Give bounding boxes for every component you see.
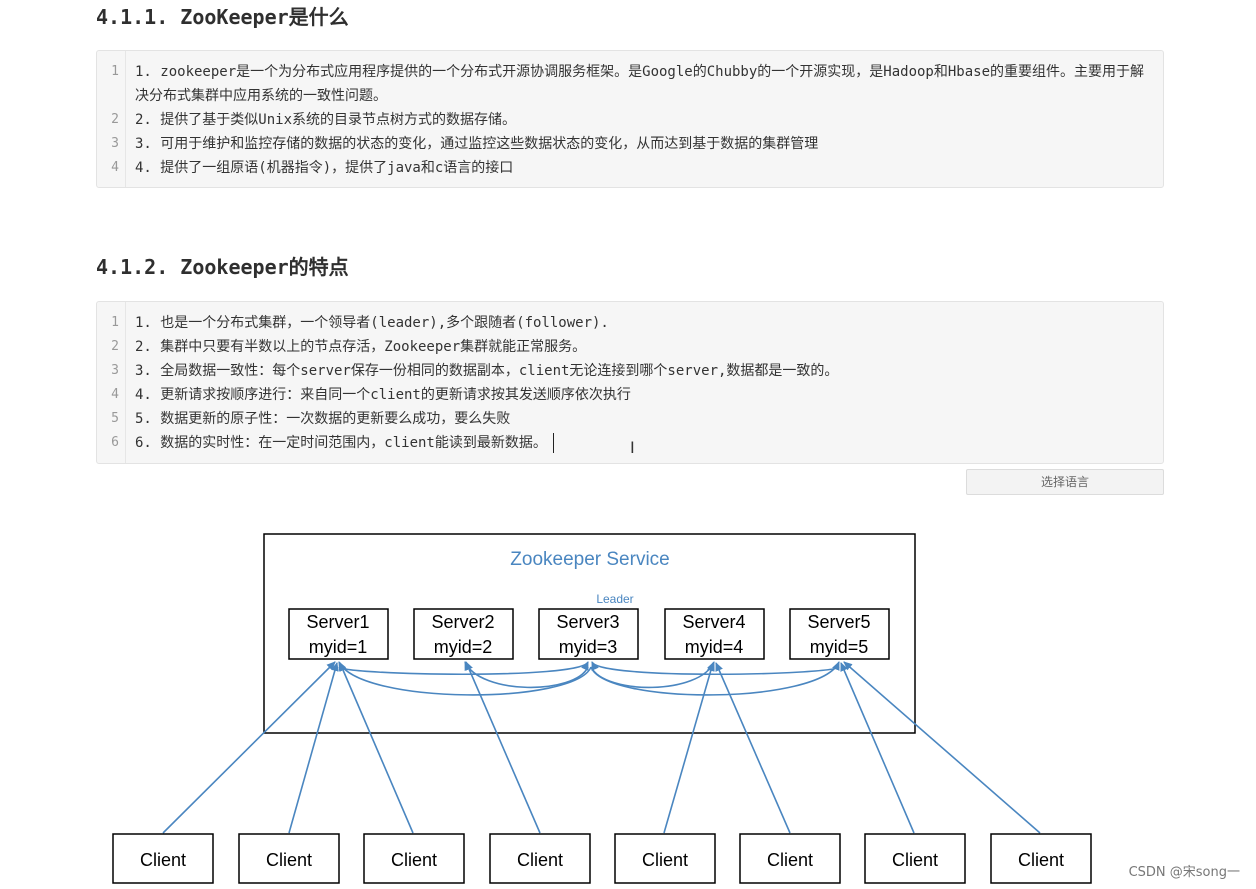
- client-node: Client: [238, 833, 340, 884]
- code-line-text: 4. 提供了一组原语(机器指令)，提供了java和c语言的接口: [135, 160, 514, 176]
- server-name: Server5: [807, 612, 870, 632]
- code-line-text: 2. 提供了基于类似Unix系统的目录节点树方式的数据存储。: [135, 112, 516, 128]
- code-block-what-is-zookeeper[interactable]: 1 1. zookeeper是一个为分布式应用程序提供的一个分布式开源协调服务框…: [96, 50, 1164, 188]
- client4-connection-line: [465, 661, 541, 834]
- code-block-zookeeper-features[interactable]: 1 1. 也是一个分布式集群，一个领导者(leader),多个跟随者(follo…: [96, 301, 1164, 464]
- line-number: 2: [111, 112, 119, 127]
- server-node: Server1 myid=1: [288, 608, 389, 660]
- client1-connection-line: [162, 661, 336, 834]
- code-line-text: 5. 数据更新的原子性：一次数据的更新要么成功，要么失败: [135, 411, 511, 427]
- client8-connection-line: [843, 661, 1041, 834]
- section-heading-what-is-zookeeper: 4.1.1. ZooKeeper是什么: [96, 5, 349, 29]
- code-line: 1 1. zookeeper是一个为分布式应用程序提供的一个分布式开源协调服务框…: [97, 60, 1151, 108]
- line-number: 4: [111, 387, 119, 402]
- section-heading-zookeeper-features: 4.1.2. Zookeeper的特点: [96, 255, 349, 279]
- server-myid: myid=1: [309, 637, 368, 657]
- line-number-gutter: [97, 51, 126, 187]
- code-line: 3 3. 可用于维护和监控存储的数据的状态的变化，通过监控这些数据状态的变化，从…: [97, 132, 1151, 156]
- client-label: Client: [140, 850, 186, 870]
- code-line-text: 2. 集群中只要有半数以上的节点存活，Zookeeper集群就能正常服务。: [135, 339, 587, 355]
- server-node-leader: Server3 myid=3: [538, 608, 639, 660]
- code-line: 6 6. 数据的实时性：在一定时间范围内，client能读到最新数据。: [97, 431, 1151, 455]
- server-node: Server4 myid=4: [664, 608, 765, 660]
- code-line: 1 1. 也是一个分布式集群，一个领导者(leader),多个跟随者(follo…: [97, 311, 1151, 335]
- client3-connection-line: [339, 662, 414, 834]
- client-label: Client: [266, 850, 312, 870]
- client-label: Client: [1018, 850, 1064, 870]
- code-line: 3 3. 全局数据一致性：每个server保存一份相同的数据副本，client无…: [97, 359, 1151, 383]
- code-line: 4 4. 提供了一组原语(机器指令)，提供了java和c语言的接口: [97, 156, 1151, 180]
- server5-to-leader-arrow: [591, 661, 840, 676]
- server-myid: myid=5: [810, 637, 869, 657]
- line-number-gutter: [97, 302, 126, 463]
- client-node: Client: [990, 833, 1092, 884]
- server-name: Server3: [556, 612, 619, 632]
- client-label: Client: [391, 850, 437, 870]
- client-node: Client: [864, 833, 966, 884]
- server-myid: myid=3: [559, 637, 618, 657]
- client7-connection-line: [840, 662, 915, 834]
- client-label: Client: [767, 850, 813, 870]
- server-node: Server2 myid=2: [413, 608, 514, 660]
- code-line-text: 6. 数据的实时性：在一定时间范围内，client能读到最新数据。: [135, 435, 547, 451]
- zookeeper-service-box: [263, 533, 916, 734]
- text-caret: [552, 433, 554, 453]
- client-node: Client: [739, 833, 841, 884]
- code-line-text: 3. 可用于维护和监控存储的数据的状态的变化，通过监控这些数据状态的变化，从而达…: [135, 136, 819, 152]
- select-language-button[interactable]: 选择语言: [966, 469, 1164, 495]
- leader-to-server1-arrow: [338, 661, 592, 696]
- client2-connection-line: [288, 662, 339, 834]
- code-line-text: 1. 也是一个分布式集群，一个领导者(leader),多个跟随者(followe…: [135, 315, 609, 331]
- server-myid: myid=4: [685, 637, 744, 657]
- csdn-watermark: CSDN @宋song一: [1128, 865, 1240, 880]
- client5-connection-line: [663, 662, 715, 834]
- code-line: 5 5. 数据更新的原子性：一次数据的更新要么成功，要么失败: [97, 407, 1151, 431]
- server-name: Server1: [306, 612, 369, 632]
- leader-label: Leader: [596, 592, 633, 606]
- server-myid: myid=2: [434, 637, 493, 657]
- server-name: Server4: [682, 612, 745, 632]
- line-number: 6: [111, 435, 119, 450]
- client-node: Client: [489, 833, 591, 884]
- line-number: 5: [111, 411, 119, 426]
- client-label: Client: [517, 850, 563, 870]
- code-line: 2 2. 集群中只要有半数以上的节点存活，Zookeeper集群就能正常服务。: [97, 335, 1151, 359]
- service-title: Zookeeper Service: [510, 549, 669, 570]
- line-number: 1: [111, 315, 119, 330]
- server-name: Server2: [431, 612, 494, 632]
- client-label: Client: [642, 850, 688, 870]
- line-number: 2: [111, 339, 119, 354]
- ibeam-cursor-icon: I: [630, 438, 635, 457]
- client-node: Client: [614, 833, 716, 884]
- line-number: 3: [111, 136, 119, 151]
- client-node: Client: [112, 833, 214, 884]
- server1-to-leader-arrow: [338, 661, 589, 676]
- leader-to-server5-arrow: [590, 661, 840, 696]
- code-line-text: 4. 更新请求按顺序进行：来自同一个client的更新请求按其发送顺序依次执行: [135, 387, 631, 403]
- client-node: Client: [363, 833, 465, 884]
- client-label: Client: [892, 850, 938, 870]
- line-number: 1: [111, 64, 119, 79]
- code-line-text: 1. zookeeper是一个为分布式应用程序提供的一个分布式开源协调服务框架。…: [135, 64, 1145, 104]
- line-number: 3: [111, 363, 119, 378]
- leader-to-server2-arrow: [464, 661, 589, 689]
- server-node: Server5 myid=5: [789, 608, 890, 660]
- line-number: 4: [111, 160, 119, 175]
- code-line-text-with-caret: 6. 数据的实时性：在一定时间范围内，client能读到最新数据。: [135, 431, 1151, 455]
- client6-connection-line: [715, 662, 791, 834]
- code-line: 2 2. 提供了基于类似Unix系统的目录节点树方式的数据存储。: [97, 108, 1151, 132]
- code-line-text: 3. 全局数据一致性：每个server保存一份相同的数据副本，client无论连…: [135, 363, 839, 379]
- code-line: 4 4. 更新请求按顺序进行：来自同一个client的更新请求按其发送顺序依次执…: [97, 383, 1151, 407]
